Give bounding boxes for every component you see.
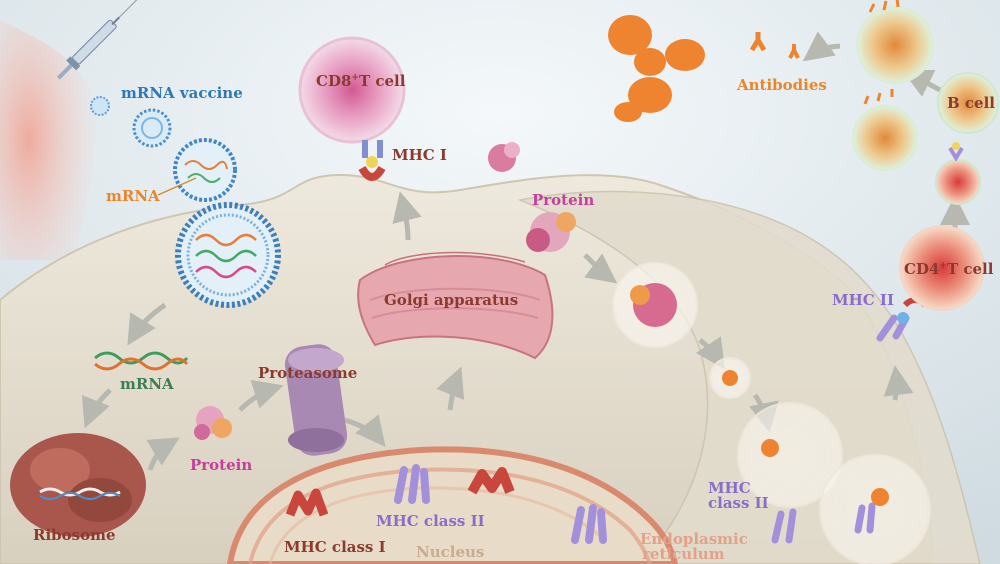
b-cell-activated [935, 142, 981, 205]
label-protein-left: Protein [190, 456, 253, 474]
label-mhc-class-ii-vesicle-2: class II [708, 494, 769, 512]
arrow-golgi-to-membrane [392, 191, 422, 241]
b-cell [937, 72, 999, 134]
arrow-vaccine-to-mrna [127, 302, 167, 346]
label-mrna-top: mRNA [106, 187, 160, 205]
label-cd4-suffix: T cell [946, 260, 994, 278]
arm-shoulder [0, 20, 96, 260]
label-cd8-prefix: CD8 [316, 72, 352, 90]
label-mhc-i: MHC I [392, 146, 447, 164]
mhc-class1-er-2 [467, 467, 515, 495]
label-cd8-sup: + [351, 73, 359, 83]
arrow-ribosome-to-protein [146, 437, 180, 471]
lipid-nanoparticle-medium [132, 108, 172, 148]
arrow-mrna-to-ribosome [81, 388, 112, 429]
endocytic-vesicle-2 [709, 357, 751, 399]
nucleus [226, 446, 679, 564]
arrow-plasma-to-antibodies [802, 31, 841, 62]
ribosome [10, 433, 146, 537]
label-cd4-t-cell: CD4+T cell [904, 262, 993, 277]
label-proteasome: Proteasome [258, 364, 358, 382]
syringe-icon [56, 0, 138, 80]
lipid-nanoparticle-mrna [173, 138, 237, 202]
label-mhc-ii: MHC II [832, 291, 894, 309]
mrna-strand [94, 351, 189, 371]
label-cd4-prefix: CD4 [904, 260, 940, 278]
arrow-protein-to-vesicle [583, 253, 618, 284]
label-er-line2: reticulum [642, 545, 725, 563]
plasma-cell-2 [852, 89, 918, 171]
antibody-small-2 [788, 44, 800, 59]
mhc-class2-vesicle [771, 508, 797, 544]
label-mrna-vaccine: mRNA vaccine [121, 84, 243, 102]
golgi-apparatus [357, 251, 554, 360]
label-cd8-t-cell: CD8+T cell [316, 74, 405, 89]
cd8-t-cell [298, 36, 406, 144]
endosome-2 [819, 454, 931, 564]
label-ribosome: Ribosome [33, 526, 116, 544]
arrow-er-to-golgi [436, 366, 465, 411]
plasma-cell-1 [856, 0, 934, 84]
mhc-class2-er-1 [394, 464, 430, 504]
protein-blob-membrane [526, 212, 576, 252]
lipid-nanoparticle-large [175, 202, 281, 308]
label-protein-top: Protein [532, 191, 595, 209]
protein-blob-left [194, 406, 232, 440]
label-antibodies: Antibodies [737, 76, 827, 94]
label-mhc-class-ii-vesicle-1: MHC [708, 479, 751, 497]
proteasome [284, 344, 348, 456]
mrna-pointer [157, 177, 197, 196]
label-mhc-class-ii: MHC class II [376, 512, 485, 530]
cd4-t-cell [899, 225, 985, 311]
mhc-class2-er-2 [571, 504, 607, 544]
label-b-cell: B cell [947, 94, 995, 112]
label-cd4-sup: + [939, 261, 947, 271]
arrow-late-to-mhc2 [883, 365, 914, 401]
antibody-small-1 [749, 32, 767, 52]
label-cd8-suffix: T cell [358, 72, 406, 90]
label-mhc-class-i: MHC class I [284, 538, 386, 556]
protein-blob-top [488, 142, 520, 172]
label-er-line1: Endoplasmic [640, 530, 748, 548]
arrow-proteasome-to-er [344, 414, 386, 448]
endocytic-vesicle-1 [612, 262, 698, 348]
endosome-1 [737, 402, 843, 508]
lipid-nanoparticle-small [90, 96, 110, 116]
mhc-class1-er-1 [285, 488, 329, 517]
antibody-large [608, 15, 705, 122]
arrow-protein-to-proteasome [238, 379, 284, 412]
mhc1-tcr-complex [358, 140, 386, 181]
label-nucleus: Nucleus [416, 543, 485, 561]
label-mrna-cell: mRNA [120, 375, 174, 393]
label-golgi-apparatus: Golgi apparatus [384, 291, 519, 309]
